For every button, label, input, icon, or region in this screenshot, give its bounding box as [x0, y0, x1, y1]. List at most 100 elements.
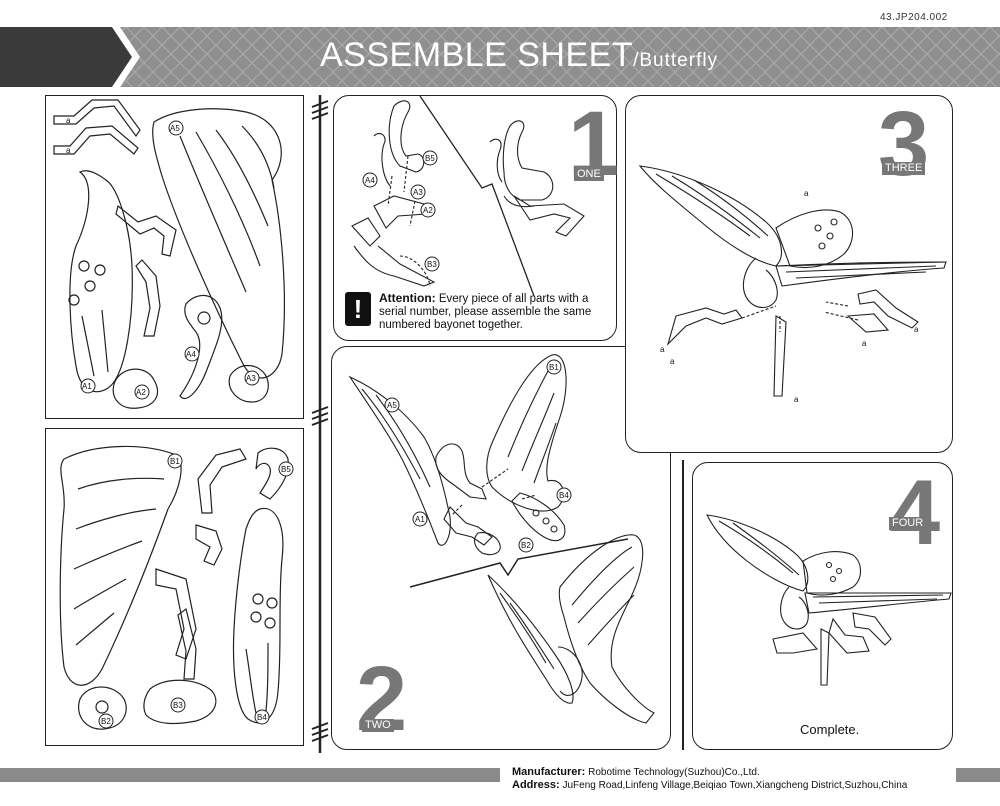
step-divider	[682, 460, 684, 750]
step3-leg	[846, 313, 890, 333]
svg-text:A1: A1	[82, 382, 92, 391]
step2-label-b1: B1	[546, 359, 562, 375]
step3-body	[775, 261, 947, 287]
step3-leg	[773, 315, 787, 397]
part-label-a4: A4	[184, 346, 200, 362]
butterfly-wing	[706, 514, 809, 592]
address-line: Address: JuFeng Road,Linfeng Village,Bei…	[512, 779, 908, 791]
svg-text:B3: B3	[173, 701, 183, 710]
step2-result-wing	[558, 534, 655, 724]
part-label-a1: A1	[80, 378, 96, 394]
piece-a2	[112, 368, 159, 409]
body-piece-b4	[232, 507, 284, 724]
step-1-panel: B5 A4 A3 A2 B3 1 ONE	[333, 95, 619, 341]
piece-a4	[179, 294, 223, 400]
wing-a5	[348, 375, 451, 546]
assembly-head	[388, 100, 425, 173]
tab-mark: a	[66, 146, 71, 155]
page-title: ASSEMBLE SHEET/Butterfly	[320, 36, 719, 74]
part-label-a3: A3	[244, 370, 260, 386]
part-label-b3: B3	[170, 697, 186, 713]
piece-b5	[255, 447, 289, 500]
step3-tab-mark: a	[670, 357, 675, 366]
column-divider	[311, 95, 329, 753]
step3-tab-mark: a	[794, 395, 799, 404]
leg-piece	[53, 99, 141, 138]
step2-label-a1: A1	[412, 511, 428, 527]
footer-bar-left	[0, 768, 500, 782]
svg-text:A3: A3	[413, 188, 423, 197]
step-2-panel: B1 A5 A1 B4 B2 2 TWO	[331, 346, 671, 750]
svg-text:B3: B3	[427, 260, 437, 269]
complete-label: Complete.	[800, 722, 860, 737]
step3-tab-mark: a	[914, 325, 919, 334]
part-label-b2: B2	[98, 713, 114, 729]
step-1-label: ONE	[574, 168, 604, 181]
part-label-b4: B4	[254, 709, 270, 725]
butterfly-body	[804, 592, 952, 614]
svg-text:B4: B4	[257, 713, 267, 722]
step3-tab-mark: a	[660, 345, 665, 354]
step2-label-b4: B4	[556, 487, 572, 503]
step3-tab-mark: a	[862, 339, 867, 348]
footer-bar-right	[956, 768, 1000, 782]
step1-label-b3: B3	[424, 256, 440, 272]
step-4-panel: 4 FOUR	[692, 462, 953, 750]
part-label-a5: A5	[168, 120, 184, 136]
step-4-number: 4	[889, 462, 941, 564]
svg-text:B1: B1	[549, 363, 559, 372]
step2-label-a5: A5	[384, 397, 400, 413]
leg-piece	[177, 607, 197, 680]
step1-label-a3: A3	[410, 184, 426, 200]
step-4-label: FOUR	[889, 517, 927, 530]
wing-piece-a5	[152, 108, 285, 379]
svg-text:B5: B5	[425, 154, 435, 163]
tab-mark: a	[66, 116, 71, 125]
product-code: 43.JP204.002	[880, 12, 948, 23]
svg-text:B1: B1	[170, 457, 180, 466]
part-label-b1: B1	[167, 453, 183, 469]
step3-leg	[666, 307, 743, 346]
butterfly-hindwing	[802, 551, 862, 596]
step1-result	[502, 120, 554, 201]
svg-text:B5: B5	[281, 465, 291, 474]
part-label-a2: A2	[134, 384, 150, 400]
svg-text:B2: B2	[101, 717, 111, 726]
parts-sheet-b: B1 B5 B3 B2 B4	[45, 428, 304, 746]
manufacturer-line: Manufacturer: Robotime Technology(Suzhou…	[512, 766, 760, 778]
piece-b2	[78, 686, 127, 730]
step3-hindwing	[775, 209, 854, 269]
body-b4	[511, 492, 566, 542]
leg-piece	[135, 259, 161, 337]
attention-note: ! Attention: Every piece of all parts wi…	[345, 292, 615, 332]
footer-info: Manufacturer: Robotime Technology(Suzhou…	[512, 766, 907, 792]
title-banner	[0, 27, 1000, 87]
svg-text:A1: A1	[415, 515, 425, 524]
svg-text:A2: A2	[423, 206, 433, 215]
step1-label-b5: B5	[422, 150, 438, 166]
step1-label-a2: A2	[420, 202, 436, 218]
leg-piece	[155, 568, 197, 660]
warning-exclamation-icon: !	[345, 292, 371, 326]
step3-tab-mark: a	[804, 189, 809, 198]
leg-piece	[115, 204, 177, 257]
body-piece-a1	[69, 170, 133, 393]
svg-text:A5: A5	[170, 124, 180, 133]
step-2-label: TWO	[362, 719, 394, 732]
part-label-b5: B5	[278, 461, 294, 477]
leg-piece	[53, 125, 139, 155]
step3-leg	[857, 289, 919, 329]
svg-text:B2: B2	[521, 541, 531, 550]
svg-text:A4: A4	[186, 350, 196, 359]
leg-piece	[197, 448, 247, 514]
step-3-label: THREE	[882, 162, 926, 175]
step-3-panel: a a a a a a 3 THREE	[625, 95, 953, 453]
svg-text:A4: A4	[365, 176, 375, 185]
step2-label-b2: B2	[518, 537, 534, 553]
svg-text:A2: A2	[136, 388, 146, 397]
step1-label-a4: A4	[362, 172, 378, 188]
svg-text:A5: A5	[387, 401, 397, 410]
leg-piece	[195, 524, 223, 566]
step-3-number: 3	[878, 93, 930, 195]
piece-a3	[228, 364, 269, 403]
